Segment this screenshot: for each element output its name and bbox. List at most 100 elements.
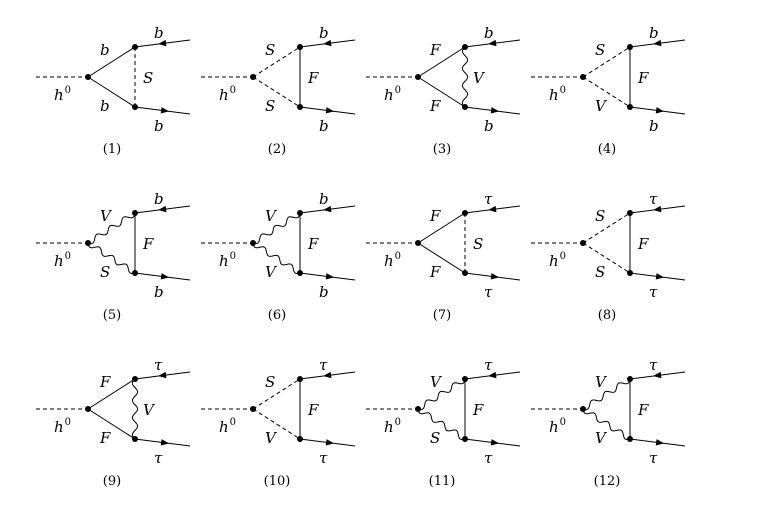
higgs-label-name: h xyxy=(54,252,64,270)
loop-label-vertical: S xyxy=(143,69,153,87)
loop-line-upper xyxy=(417,378,466,410)
loop-line-lower xyxy=(87,242,136,274)
arrow-bottom xyxy=(655,439,665,446)
loop-label-lower: V xyxy=(595,97,608,115)
higgs-label: h0 xyxy=(384,85,401,104)
vertex-dot xyxy=(580,406,586,412)
vertex-dot xyxy=(297,210,303,216)
vertex-dot xyxy=(132,104,138,110)
fermion-label-top: b xyxy=(319,24,329,42)
loop-label-lower: F xyxy=(99,429,111,447)
vertex-dot xyxy=(85,406,91,412)
vertex-dot xyxy=(627,436,633,442)
vertex-dot xyxy=(462,104,468,110)
loop-line-lower xyxy=(582,408,631,440)
arrow-top xyxy=(488,39,497,47)
fermion-label-bottom: b xyxy=(319,283,329,301)
higgs-label: h0 xyxy=(549,417,566,436)
higgs-label-name: h xyxy=(549,86,559,104)
higgs-label-superscript: 0 xyxy=(65,417,71,428)
loop-line-vertical xyxy=(461,46,469,108)
loop-label-vertical: F xyxy=(307,401,319,419)
vertex-dot xyxy=(462,376,468,382)
diagram-caption: (9) xyxy=(103,474,121,489)
loop-line-upper xyxy=(417,46,466,78)
arrow-bottom xyxy=(490,273,500,280)
arrow-bottom xyxy=(655,273,665,280)
loop-label-upper: V xyxy=(595,373,608,391)
arrow-top xyxy=(653,371,662,379)
vertex-dot xyxy=(132,210,138,216)
fermion-label-top: τ xyxy=(484,356,493,374)
loop-line-upper xyxy=(87,212,136,244)
loop-line-lower xyxy=(87,408,136,440)
diagram-caption: (7) xyxy=(433,308,451,323)
vertex-dot xyxy=(415,74,421,80)
loop-label-upper: S xyxy=(265,41,275,59)
vertex-dot xyxy=(627,376,633,382)
vertex-dot xyxy=(132,44,138,50)
loop-line-upper xyxy=(252,212,301,244)
loop-label-vertical: V xyxy=(143,401,156,419)
diagram-caption: (1) xyxy=(103,142,121,157)
higgs-label-name: h xyxy=(384,418,394,436)
arrow-bottom xyxy=(325,107,335,114)
vertex-dot xyxy=(297,104,303,110)
higgs-label-superscript: 0 xyxy=(395,251,401,262)
loop-line-upper xyxy=(87,46,136,78)
loop-label-upper: V xyxy=(265,207,278,225)
higgs-label: h0 xyxy=(384,251,401,270)
fermion-label-bottom: τ xyxy=(484,449,493,467)
fermion-label-top: τ xyxy=(484,190,493,208)
loop-label-lower: V xyxy=(595,429,608,447)
vertex-dot xyxy=(297,436,303,442)
fermion-label-bottom: τ xyxy=(484,283,493,301)
loop-label-upper: V xyxy=(430,373,443,391)
diagram-caption: (10) xyxy=(264,474,291,489)
vertex-dot xyxy=(85,240,91,246)
loop-label-upper: S xyxy=(595,41,605,59)
higgs-label-superscript: 0 xyxy=(560,251,566,262)
arrow-bottom xyxy=(160,273,170,280)
vertex-dot xyxy=(627,44,633,50)
vertex-dot xyxy=(132,436,138,442)
arrow-top xyxy=(158,371,167,379)
loop-line-vertical xyxy=(131,378,139,440)
vertex-dot xyxy=(462,44,468,50)
higgs-label-name: h xyxy=(384,252,394,270)
loop-label-lower: F xyxy=(429,97,441,115)
loop-label-upper: F xyxy=(99,373,111,391)
higgs-label: h0 xyxy=(219,251,236,270)
loop-label-vertical: F xyxy=(472,401,484,419)
arrow-bottom xyxy=(325,439,335,446)
vertex-dot xyxy=(297,44,303,50)
higgs-label-superscript: 0 xyxy=(230,417,236,428)
arrow-top xyxy=(488,371,497,379)
loop-label-upper: S xyxy=(595,207,605,225)
vertex-dot xyxy=(462,270,468,276)
fermion-label-top: τ xyxy=(154,356,163,374)
loop-line-lower xyxy=(87,76,136,108)
vertex-dot xyxy=(132,376,138,382)
diagram-caption: (5) xyxy=(103,308,121,323)
arrow-top xyxy=(323,371,332,379)
higgs-label-name: h xyxy=(219,86,229,104)
fermion-label-bottom: τ xyxy=(649,449,658,467)
vertex-dot xyxy=(415,406,421,412)
higgs-label: h0 xyxy=(54,85,71,104)
fermion-label-top: b xyxy=(154,190,164,208)
loop-label-vertical: F xyxy=(637,401,649,419)
loop-label-vertical: F xyxy=(637,69,649,87)
vertex-dot xyxy=(85,74,91,80)
loop-line-upper xyxy=(87,378,136,410)
loop-line-lower xyxy=(417,76,466,108)
arrow-bottom xyxy=(325,273,335,280)
higgs-label-name: h xyxy=(54,418,64,436)
arrow-top xyxy=(653,205,662,213)
loop-line-lower xyxy=(252,242,301,274)
